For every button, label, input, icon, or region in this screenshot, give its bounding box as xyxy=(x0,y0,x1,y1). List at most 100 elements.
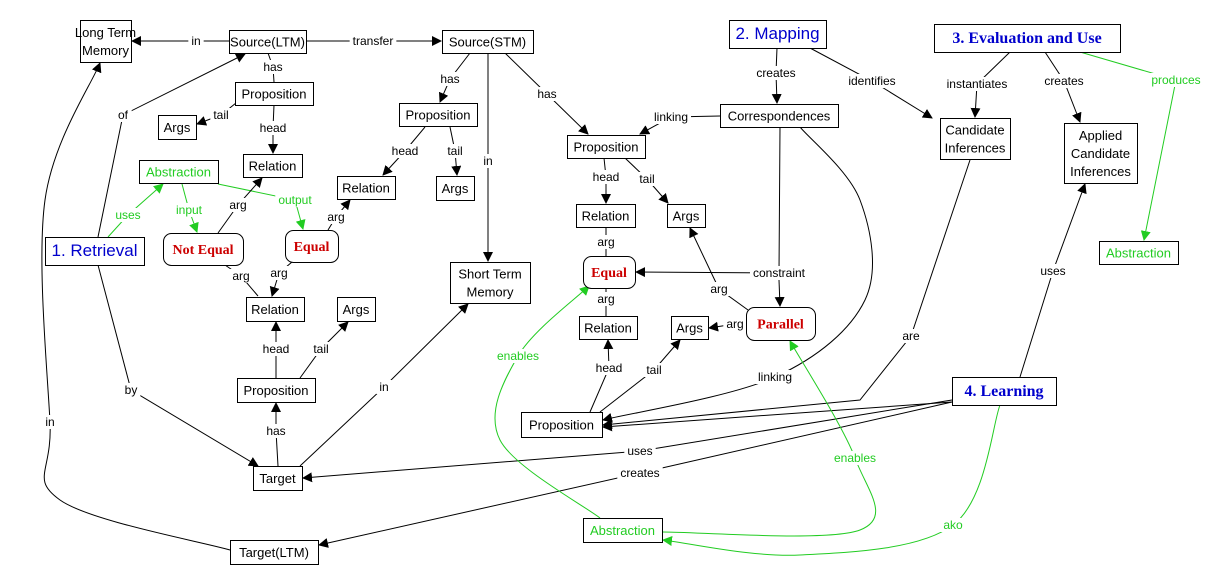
concept-abs1[interactable]: Abstraction xyxy=(139,160,219,184)
concept-targetltm[interactable]: Target(LTM) xyxy=(230,540,319,565)
link-label-background xyxy=(1037,264,1069,278)
link-label-group: head xyxy=(259,342,293,356)
concept-target[interactable]: Target xyxy=(253,466,303,491)
link-label-background xyxy=(480,154,496,168)
link-label-background xyxy=(534,87,560,101)
concept-label: Relation xyxy=(342,181,390,196)
link-label: uses xyxy=(627,444,652,458)
link-label-background xyxy=(229,269,253,283)
concept-proptgt[interactable]: Proposition xyxy=(237,378,316,403)
concept-label: Not Equal xyxy=(172,243,233,258)
link-label: transfer xyxy=(353,34,394,48)
concept-abs2[interactable]: Abstraction xyxy=(1099,241,1179,265)
link-label: has xyxy=(440,72,459,86)
concept-prop2[interactable]: Proposition xyxy=(399,103,478,127)
link-label-background xyxy=(275,193,316,207)
link-label-background xyxy=(260,60,286,74)
link-label-background xyxy=(594,235,618,249)
concept-label: 3. Evaluation and Use xyxy=(952,30,1101,47)
concept-label: Short Term xyxy=(458,267,521,282)
concept-prop3[interactable]: Proposition xyxy=(567,135,646,159)
concept-box xyxy=(1064,123,1138,184)
concept-label: Correspondences xyxy=(728,109,831,124)
concept-label: Proposition xyxy=(405,108,470,123)
concept-label: Parallel xyxy=(757,318,804,333)
link-label-background xyxy=(830,451,880,465)
link-label-background xyxy=(256,121,290,135)
concept-equal1[interactable]: Equal xyxy=(285,230,339,263)
concept-args2[interactable]: Args xyxy=(436,176,475,201)
link-label-group: transfer xyxy=(349,34,397,48)
concept-retrieval[interactable]: 1. Retrieval xyxy=(45,237,145,266)
link-label: creates xyxy=(620,466,659,480)
concept-eval[interactable]: 3. Evaluation and Use xyxy=(934,24,1121,53)
concept-rel2[interactable]: Relation xyxy=(337,176,396,200)
link-label: uses xyxy=(1040,264,1065,278)
concept-box xyxy=(337,176,396,200)
concept-box xyxy=(139,160,219,184)
concept-label: Equal xyxy=(294,240,330,255)
concept-label: Relation xyxy=(251,302,299,317)
concept-args5[interactable]: Args xyxy=(337,297,376,322)
concept-rel1[interactable]: Relation xyxy=(243,154,303,178)
concept-box xyxy=(746,307,816,341)
concept-box xyxy=(237,378,316,403)
concept-box xyxy=(583,518,663,543)
concept-box xyxy=(579,316,638,340)
link-label-group: arg xyxy=(723,317,747,331)
link-label: output xyxy=(278,193,312,207)
concept-label: Abstraction xyxy=(146,165,211,180)
concept-srcltm[interactable]: Source(LTM) xyxy=(229,30,307,54)
link-label-background xyxy=(388,144,422,158)
concept-corr[interactable]: Correspondences xyxy=(720,104,839,128)
concept-label: Target xyxy=(259,471,296,486)
link-label-group: has xyxy=(260,60,286,74)
concept-args4[interactable]: Args xyxy=(671,316,709,340)
concept-mapping[interactable]: 2. Mapping xyxy=(729,20,827,49)
link-label-group: head xyxy=(589,170,623,184)
link-label-group: arg xyxy=(226,198,250,212)
link-label-group: arg xyxy=(594,292,618,306)
concept-rel3[interactable]: Relation xyxy=(576,204,636,228)
concept-rel4[interactable]: Relation xyxy=(579,316,638,340)
concept-parallel[interactable]: Parallel xyxy=(746,307,816,341)
link-prop5-to-args4 xyxy=(599,339,681,413)
concept-box xyxy=(436,176,475,201)
concept-prop5[interactable]: Proposition xyxy=(521,412,603,438)
link-label: in xyxy=(45,415,54,429)
concept-equal2[interactable]: Equal xyxy=(583,256,636,289)
link-label: head xyxy=(263,342,290,356)
concept-label: Equal xyxy=(591,266,627,281)
link-label-group: has xyxy=(437,72,463,86)
concept-label: Proposition xyxy=(529,418,594,433)
link-label: uses xyxy=(115,208,140,222)
link-label: arg xyxy=(710,282,727,296)
link-label-background xyxy=(42,415,58,429)
concept-srcstm[interactable]: Source(STM) xyxy=(442,30,534,54)
link-label: has xyxy=(537,87,556,101)
concept-args3[interactable]: Args xyxy=(667,204,706,228)
concept-abs3[interactable]: Abstraction xyxy=(583,518,663,543)
concept-learning[interactable]: 4. Learning xyxy=(952,377,1057,406)
concept-prop1[interactable]: Proposition xyxy=(235,82,314,106)
link-label-background xyxy=(349,34,397,48)
concept-notequal[interactable]: Not Equal xyxy=(163,233,244,266)
link-label-background xyxy=(188,34,204,48)
link-label-group: constraint xyxy=(749,266,809,280)
concept-label: Source(STM) xyxy=(449,35,526,50)
link-label: of xyxy=(118,108,129,122)
link-label: input xyxy=(176,203,203,217)
concept-box xyxy=(576,204,636,228)
link-label-background xyxy=(707,282,731,296)
concept-rel5[interactable]: Relation xyxy=(246,297,305,322)
link-label-background xyxy=(172,203,206,217)
link-label: head xyxy=(392,144,419,158)
link-label: are xyxy=(902,329,920,343)
concept-args1[interactable]: Args xyxy=(158,115,197,140)
link-label: arg xyxy=(232,269,249,283)
